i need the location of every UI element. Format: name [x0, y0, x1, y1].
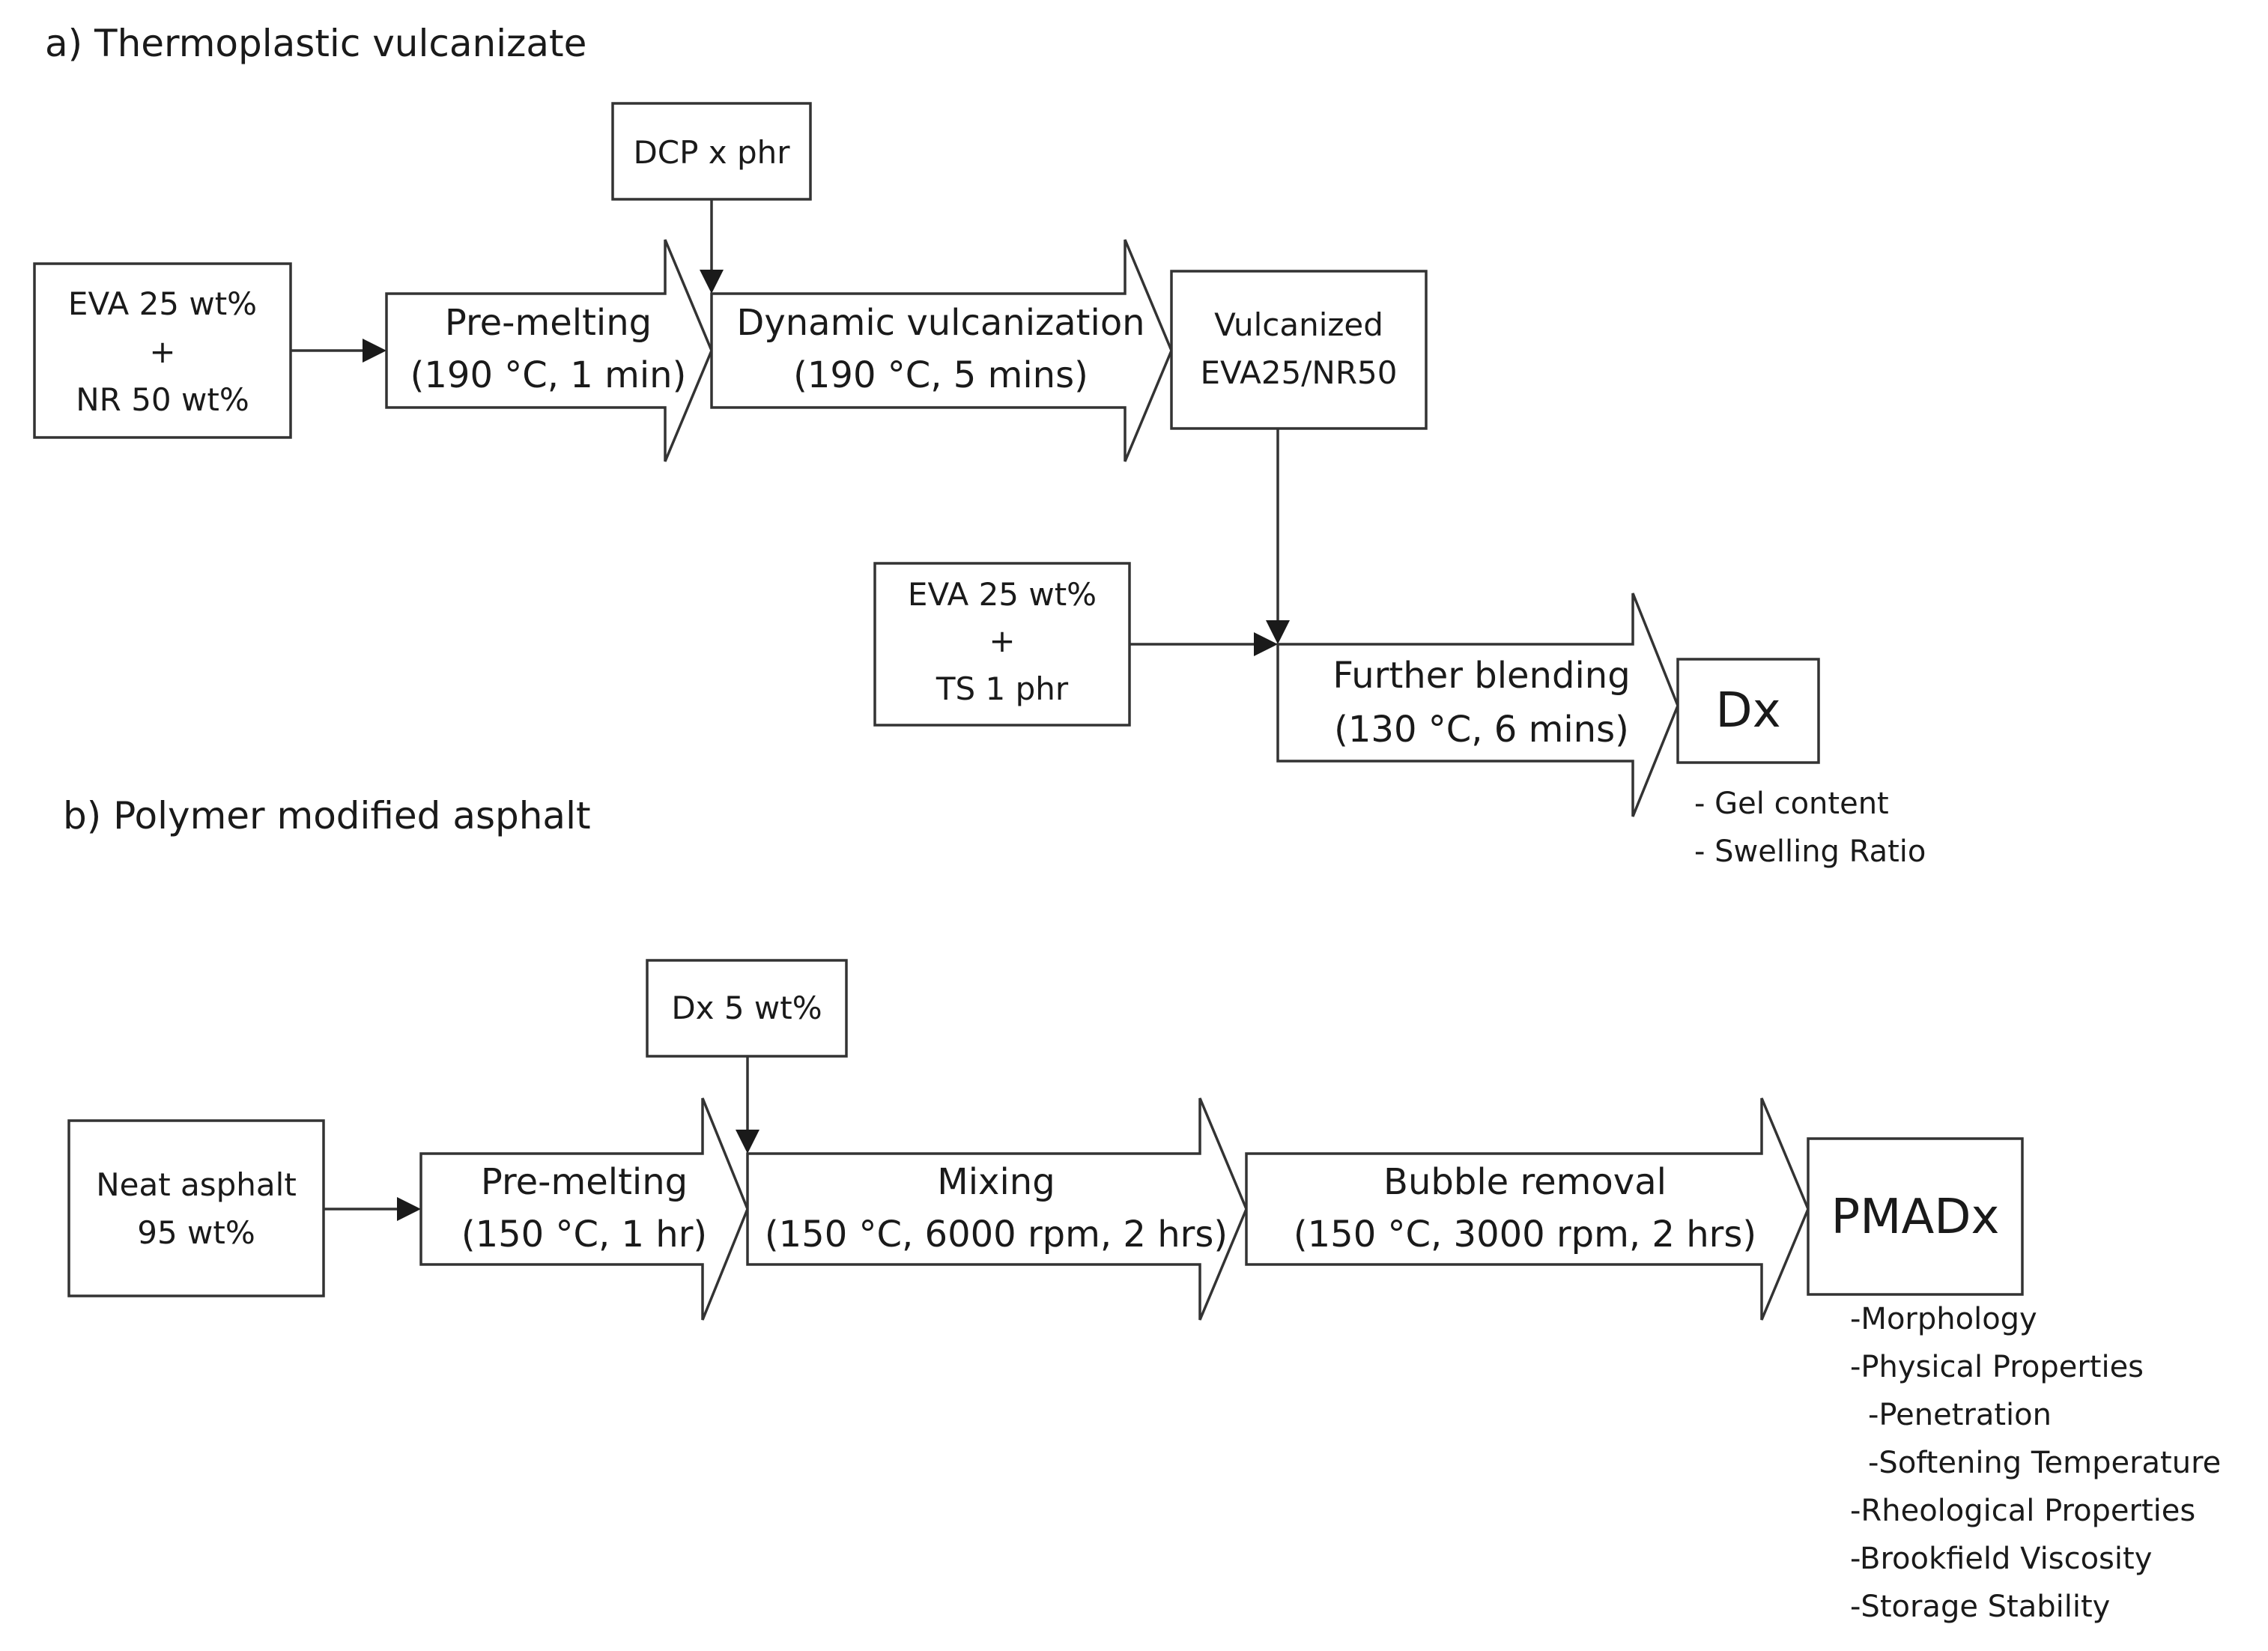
test-brookfield-viscosity: -Brookfield Viscosity — [1850, 1542, 2152, 1576]
vulcanized-line-1: Vulcanized — [1214, 306, 1383, 343]
bubble-removal-arrow: Bubble removal (150 °C, 3000 rpm, 2 hrs) — [1245, 1097, 1810, 1321]
pmadx-tests-list: -Morphology -Physical Properties -Penetr… — [1850, 1302, 2221, 1624]
feed-box-neat-asphalt: Neat asphalt 95 wt% — [67, 1119, 325, 1297]
test-morphology: -Morphology — [1850, 1302, 2037, 1336]
connector-vulcanized-to-further — [1266, 428, 1290, 644]
asphalt-line-2: 95 wt% — [137, 1214, 255, 1251]
premelt-a-conditions: (190 °C, 1 min) — [410, 354, 687, 396]
feed-box-eva-ts: EVA 25 wt% + TS 1 phr — [873, 562, 1131, 727]
premelt-arrow-a: Pre-melting (190 °C, 1 min) — [385, 239, 713, 462]
dynvulc-label: Dynamic vulcanization — [736, 302, 1144, 344]
test-swelling-ratio: - Swelling Ratio — [1694, 834, 1926, 869]
feed2-line-1: EVA 25 wt% — [908, 576, 1097, 613]
premelt-b-label: Pre-melting — [481, 1161, 688, 1203]
feed-line-2: + — [149, 333, 175, 370]
dynvulc-conditions: (190 °C, 5 mins) — [793, 354, 1088, 396]
dcp-box: DCP x phr — [611, 102, 812, 201]
vulcanized-box: Vulcanized EVA25/NR50 — [1170, 270, 1428, 430]
bubble-conditions: (150 °C, 3000 rpm, 2 hrs) — [1294, 1214, 1756, 1255]
mixing-arrow: Mixing (150 °C, 6000 rpm, 2 hrs) — [746, 1097, 1248, 1321]
premelt-arrow-b: Pre-melting (150 °C, 1 hr) — [419, 1097, 749, 1321]
dx-tests-list: - Gel content - Swelling Ratio — [1694, 787, 1926, 869]
asphalt-line-1: Neat asphalt — [96, 1166, 297, 1203]
further-conditions: (130 °C, 6 mins) — [1334, 709, 1629, 751]
dx-additive-box: Dx 5 wt% — [646, 959, 848, 1058]
section-b-title: b) Polymer modified asphalt — [63, 794, 591, 837]
test-gel-content: - Gel content — [1694, 787, 1889, 821]
dx-output-box: Dx — [1676, 658, 1820, 764]
pmadx-output-box: PMADx — [1807, 1137, 2024, 1296]
feed2-line-3: TS 1 phr — [936, 670, 1069, 707]
further-label: Further blending — [1332, 655, 1630, 697]
bubble-label: Bubble removal — [1383, 1161, 1667, 1203]
premelt-a-label: Pre-melting — [445, 302, 652, 344]
test-softening-temperature: -Softening Temperature — [1868, 1446, 2221, 1480]
connector-feed2-to-further — [1130, 632, 1278, 656]
feed2-line-2: + — [989, 622, 1015, 659]
connector-dcp-to-dynvulc — [700, 199, 724, 294]
dx-label: Dx — [1715, 683, 1780, 739]
connector-additive-to-mixing — [736, 1056, 759, 1154]
test-rheological-properties: -Rheological Properties — [1850, 1494, 2195, 1528]
feed-line-3: NR 50 wt% — [76, 381, 249, 418]
mixing-label: Mixing — [937, 1161, 1055, 1203]
section-a-title: a) Thermoplastic vulcanizate — [45, 22, 586, 65]
test-physical-properties: -Physical Properties — [1850, 1350, 2144, 1384]
connector-asphalt-to-premelt — [324, 1197, 421, 1221]
feed-line-1: EVA 25 wt% — [68, 285, 257, 322]
dcp-label: DCP x phr — [633, 134, 790, 171]
connector-feed-to-premelt — [291, 339, 386, 363]
further-blending-arrow: Further blending (130 °C, 6 mins) — [1276, 593, 1679, 817]
test-storage-stability: -Storage Stability — [1850, 1590, 2110, 1624]
additive-label: Dx 5 wt% — [671, 990, 822, 1026]
feed-box-eva-nr: EVA 25 wt% + NR 50 wt% — [33, 262, 292, 439]
vulcanized-line-2: EVA25/NR50 — [1201, 354, 1398, 391]
mixing-conditions: (150 °C, 6000 rpm, 2 hrs) — [765, 1214, 1228, 1255]
test-penetration: -Penetration — [1868, 1398, 2052, 1432]
premelt-b-conditions: (150 °C, 1 hr) — [461, 1214, 707, 1255]
pmadx-label: PMADx — [1831, 1190, 2000, 1245]
dynvulc-arrow: Dynamic vulcanization (190 °C, 5 mins) — [710, 239, 1173, 462]
